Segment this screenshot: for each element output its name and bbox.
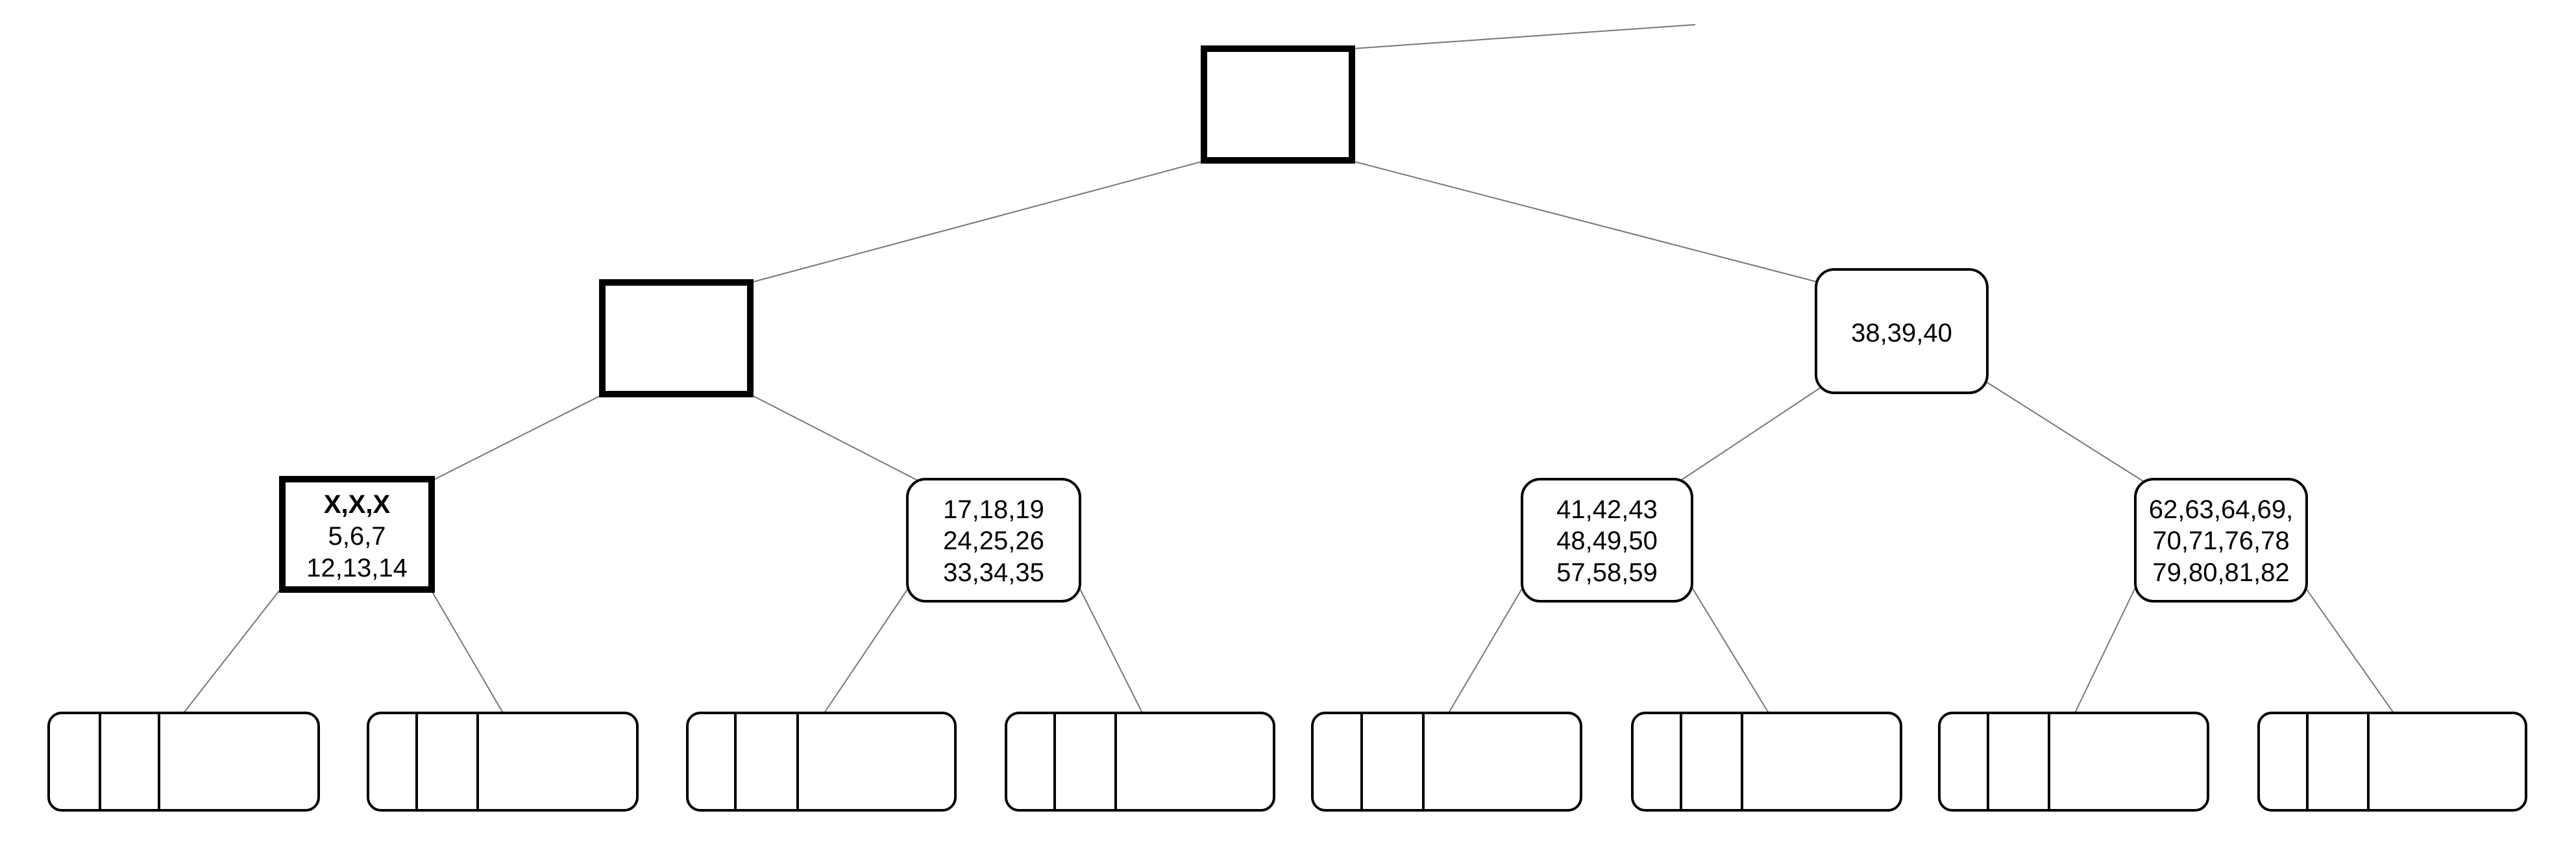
leaf-8 — [2257, 712, 2527, 812]
node-rr-line-2: 70,71,76,78 — [2152, 527, 2289, 555]
node-right-line-1: 38,39,40 — [1851, 319, 1952, 347]
edge-root-left — [750, 160, 1205, 283]
edges — [183, 24, 2394, 714]
node-left — [599, 279, 754, 397]
node-right: 38,39,40 — [1815, 268, 1989, 394]
edge-left-ll — [428, 394, 603, 483]
node-rr: 62,63,64,69, 70,71,76,78 79,80,81,82 — [2134, 478, 2308, 603]
edge-ll-leaf2 — [431, 590, 504, 714]
edge-rr-leaf7 — [2074, 587, 2136, 714]
node-lr-line-1: 17,18,19 — [943, 495, 1044, 524]
edge-lr-leaf3 — [824, 587, 909, 714]
leaf-6 — [1631, 712, 1902, 812]
edge-left-lr — [750, 394, 922, 483]
edge-lr-leaf4 — [1079, 587, 1143, 714]
leaf-2 — [367, 712, 639, 812]
edge-rl-leaf5 — [1448, 587, 1523, 714]
node-rr-line-1: 62,63,64,69, — [2149, 495, 2293, 524]
edge-ll-leaf1 — [183, 590, 280, 714]
node-ll-line-2: 5,6,7 — [328, 522, 386, 551]
edge-root-parent — [1351, 24, 1696, 49]
edge-right-rl — [1677, 387, 1821, 483]
node-lr: 17,18,19 24,25,26 33,34,35 — [906, 478, 1081, 603]
leaf-1 — [47, 712, 320, 812]
node-ll-line-1: X,X,X — [324, 490, 391, 519]
node-rl-line-3: 57,58,59 — [1556, 558, 1658, 587]
leaf-5 — [1311, 712, 1582, 812]
node-rl-line-1: 41,42,43 — [1556, 495, 1658, 524]
edge-rl-leaf6 — [1691, 587, 1769, 714]
leaf-3 — [686, 712, 957, 812]
node-rl-line-2: 48,49,50 — [1556, 527, 1658, 555]
edge-root-right — [1351, 160, 1820, 283]
node-rr-line-3: 79,80,81,82 — [2152, 558, 2289, 587]
node-root — [1201, 45, 1355, 164]
edge-rr-leaf8 — [2305, 587, 2394, 714]
leaf-7 — [1938, 712, 2209, 812]
node-lr-line-3: 33,34,35 — [943, 558, 1044, 587]
node-rl: 41,42,43 48,49,50 57,58,59 — [1521, 478, 1693, 603]
node-ll-line-3: 12,13,14 — [306, 554, 408, 582]
node-lr-line-2: 24,25,26 — [943, 527, 1044, 555]
edge-right-rr — [1985, 381, 2146, 483]
node-ll: X,X,X 5,6,7 12,13,14 — [279, 476, 435, 593]
leaf-4 — [1005, 712, 1275, 812]
